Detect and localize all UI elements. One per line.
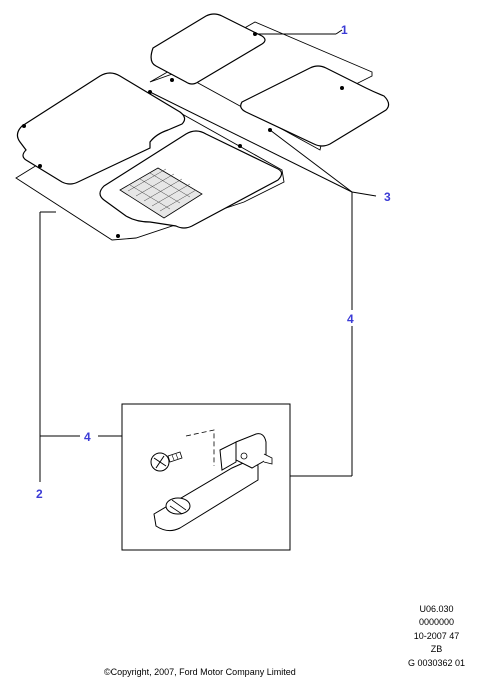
callout-3: 3	[384, 190, 391, 204]
ref-line-1: U06.030	[419, 604, 454, 614]
screw-icon	[150, 451, 183, 472]
callout-1: 1	[341, 23, 348, 37]
dashed-guide	[185, 429, 215, 466]
copyright-notice: ©Copyright, 2007, Ford Motor Company Lim…	[104, 667, 296, 677]
ref-line-2: 0000000	[418, 617, 454, 628]
rear-mat-left	[150, 13, 266, 85]
callout-4-left: 4	[84, 430, 91, 444]
front-mats-group	[15, 72, 285, 241]
ref-line-5: G 0030362 01	[407, 657, 465, 668]
floor-clip	[153, 433, 273, 532]
ref-line-4: ZB	[430, 644, 443, 655]
clip-detail	[121, 403, 291, 551]
detail-box	[121, 403, 291, 551]
callout-4-right: 4	[347, 312, 354, 326]
ref-line-3: 10-2007 47	[413, 630, 460, 641]
front-mat-driver	[16, 72, 186, 185]
heel-pad-texture	[127, 168, 197, 212]
rear-mats-group	[149, 13, 390, 151]
attachment-dots	[22, 32, 344, 238]
callout-2: 2	[36, 487, 43, 501]
leader-lines	[39, 29, 377, 482]
heel-pad	[119, 167, 203, 219]
rear-mat-right	[240, 65, 390, 147]
drawing-reference: U06.030 0000000 10-2007 47 ZB G 0030362 …	[408, 603, 465, 670]
